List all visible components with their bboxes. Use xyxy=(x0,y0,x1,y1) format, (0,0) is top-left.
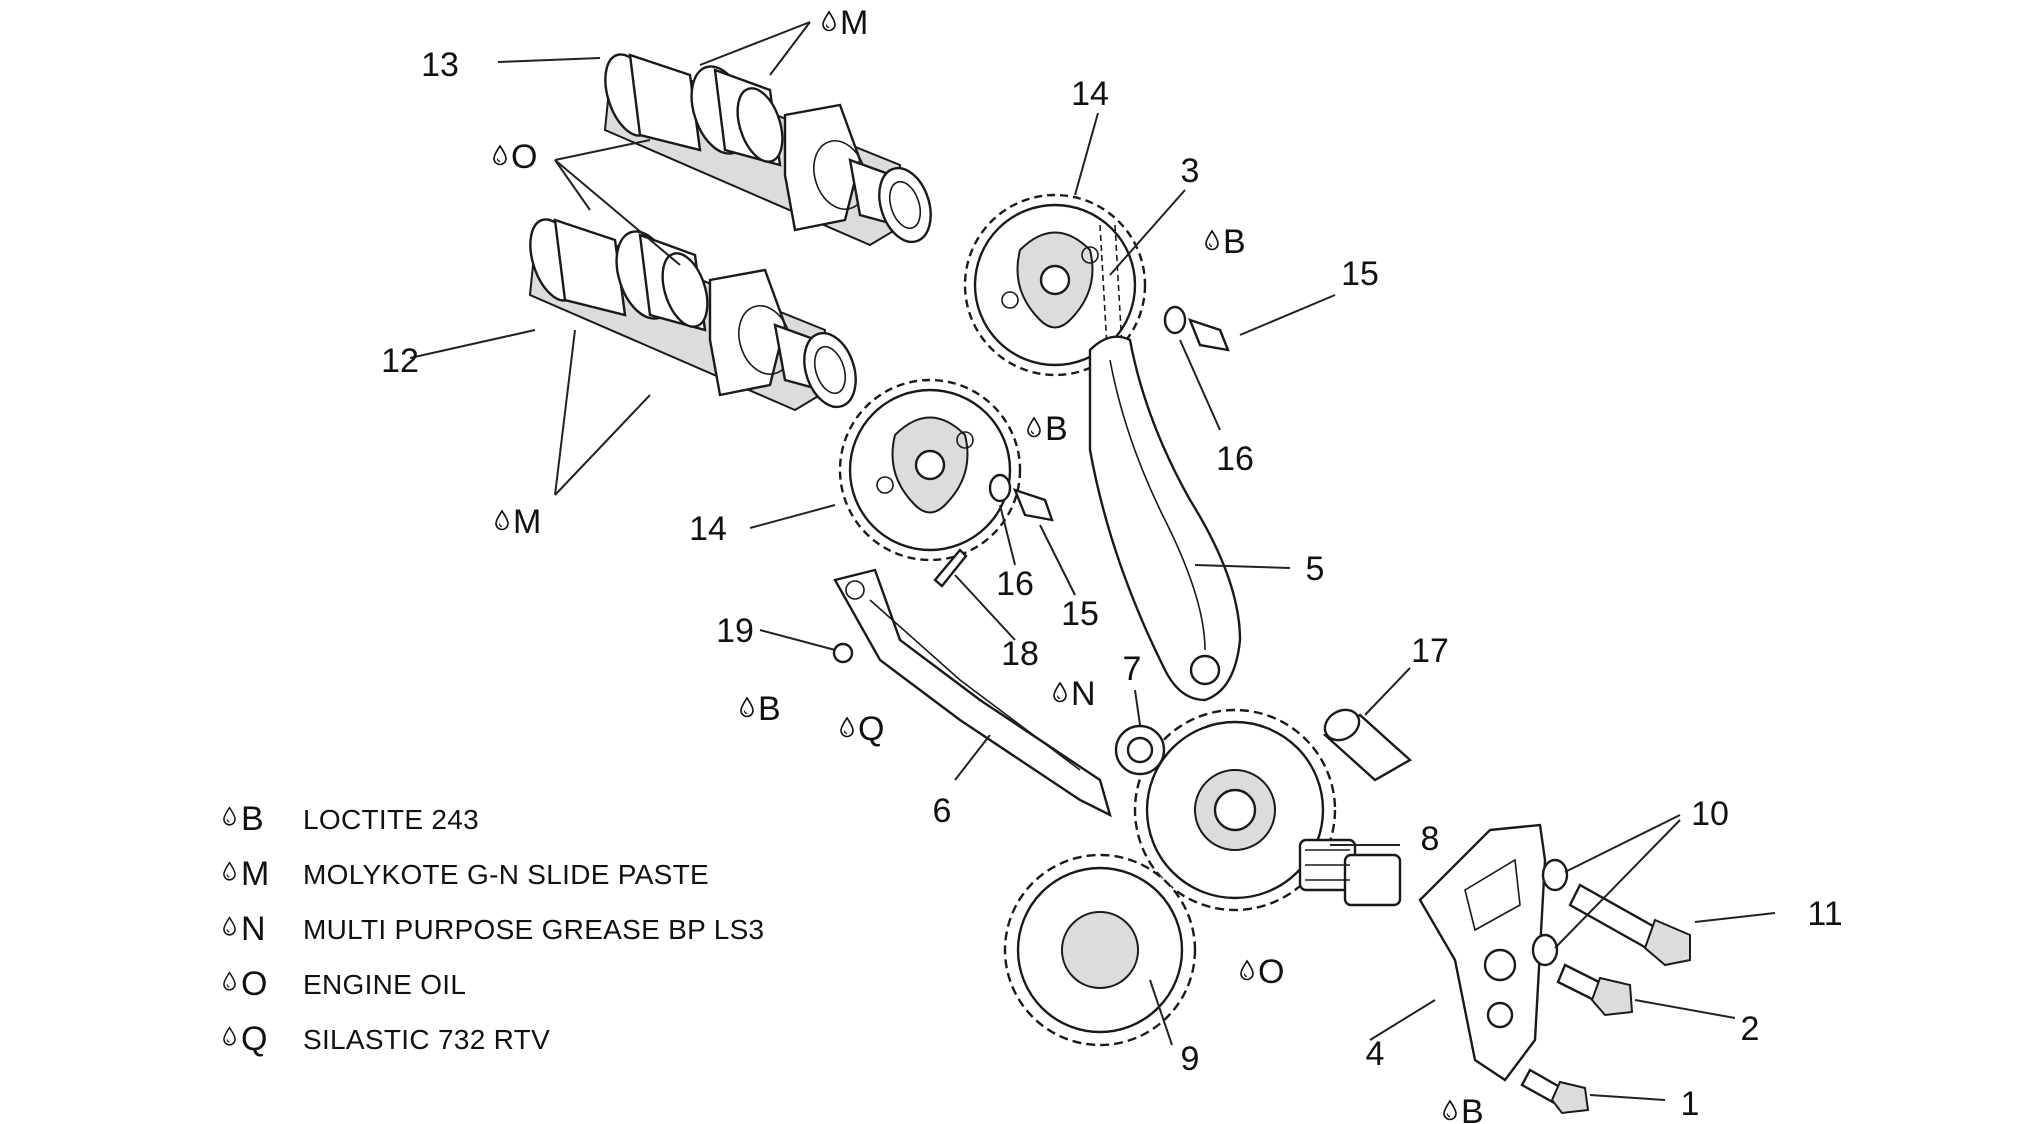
lube-mark-m-top: M xyxy=(822,4,868,42)
lube-mark-o-8: O xyxy=(1240,953,1284,991)
callout-1: 1 xyxy=(1681,1085,1700,1123)
callout-18: 18 xyxy=(1001,635,1039,673)
svg-text:B: B xyxy=(1223,223,1246,261)
washers-10 xyxy=(1531,858,1569,967)
lube-mark-b-15-lower: B xyxy=(1027,410,1068,448)
svg-text:M: M xyxy=(241,855,269,893)
drop-icon xyxy=(223,1026,236,1046)
bolt-1 xyxy=(1520,1068,1590,1115)
drop-icon xyxy=(223,971,236,991)
drop-icon xyxy=(223,806,236,826)
callout-11: 11 xyxy=(1807,895,1842,933)
drop-icon xyxy=(740,697,754,718)
legend-row-o: O ENGINE OIL xyxy=(223,965,466,1003)
drop-icon xyxy=(493,145,507,166)
callout-19: 19 xyxy=(716,612,754,650)
drop-icon xyxy=(1053,682,1067,703)
pin-18 xyxy=(933,548,968,588)
svg-text:B: B xyxy=(758,690,781,728)
lubricant-marks: M O M B B B Q N xyxy=(493,4,1484,1124)
callout-14-lower: 14 xyxy=(689,510,727,548)
callout-5: 5 xyxy=(1306,550,1325,588)
drop-icon xyxy=(1027,417,1041,438)
callout-4: 4 xyxy=(1366,1035,1385,1073)
legend-row-m: M MOLYKOTE G-N SLIDE PASTE xyxy=(223,855,709,893)
bolt-15-lower xyxy=(988,473,1054,522)
callout-17: 17 xyxy=(1411,632,1449,670)
callout-16-upper: 16 xyxy=(1216,440,1254,478)
callout-14-upper: 14 xyxy=(1071,75,1109,113)
callout-15-upper: 15 xyxy=(1341,255,1379,293)
svg-text:SILASTIC 732 RTV: SILASTIC 732 RTV xyxy=(303,1024,550,1055)
washer-7 xyxy=(1114,724,1166,776)
bolt-2 xyxy=(1556,963,1634,1017)
legend-row-b: B LOCTITE 243 xyxy=(223,800,479,838)
svg-text:B: B xyxy=(1045,410,1068,448)
drop-icon xyxy=(1443,1100,1457,1121)
callout-2: 2 xyxy=(1741,1010,1760,1048)
drop-icon xyxy=(840,717,854,738)
svg-text:MULTI PURPOSE GREASE BP LS3: MULTI PURPOSE GREASE BP LS3 xyxy=(303,914,764,945)
drop-icon xyxy=(822,11,836,32)
callout-10: 10 xyxy=(1691,795,1729,833)
chain-guide-5 xyxy=(1088,335,1242,702)
callout-12: 12 xyxy=(381,342,419,380)
legend-row-q: Q SILASTIC 732 RTV xyxy=(223,1020,550,1058)
legend-row-n: N MULTI PURPOSE GREASE BP LS3 xyxy=(223,910,764,948)
callout-7: 7 xyxy=(1123,650,1142,688)
lube-mark-q-6: Q xyxy=(840,710,884,748)
leader-lines xyxy=(409,21,1776,1101)
drop-icon xyxy=(1205,230,1219,251)
drop-icon xyxy=(223,861,236,881)
callout-8: 8 xyxy=(1421,820,1440,858)
bolt-11 xyxy=(1568,883,1691,967)
callout-13: 13 xyxy=(421,46,459,84)
lube-mark-n-7: N xyxy=(1053,675,1096,713)
nut-19 xyxy=(832,642,854,664)
drop-icon xyxy=(223,916,236,936)
gear-9 xyxy=(1003,708,1337,1047)
svg-text:M: M xyxy=(840,4,868,42)
svg-text:O: O xyxy=(1258,953,1284,991)
sprocket-14-lower xyxy=(838,378,1022,562)
spacer-17 xyxy=(1322,708,1413,782)
drop-icon xyxy=(495,510,509,531)
svg-text:Q: Q xyxy=(858,710,884,748)
svg-text:MOLYKOTE G-N SLIDE PASTE: MOLYKOTE G-N SLIDE PASTE xyxy=(303,859,709,890)
lube-mark-b-19: B xyxy=(740,690,781,728)
bolt-15-upper xyxy=(1163,305,1230,352)
chain-guide-6 xyxy=(833,568,1112,818)
svg-text:B: B xyxy=(1461,1093,1484,1124)
svg-text:O: O xyxy=(241,965,267,1003)
callout-16-lower: 16 xyxy=(996,565,1034,603)
callout-9: 9 xyxy=(1181,1040,1200,1078)
svg-text:O: O xyxy=(511,138,537,176)
svg-text:ENGINE OIL: ENGINE OIL xyxy=(303,969,466,1000)
svg-text:M: M xyxy=(513,503,541,541)
svg-text:Q: Q xyxy=(241,1020,267,1058)
callout-15-lower: 15 xyxy=(1061,595,1099,633)
svg-text:B: B xyxy=(241,800,264,838)
camshaft-12 xyxy=(528,218,857,412)
lube-mark-o-top: O xyxy=(493,138,537,176)
svg-text:N: N xyxy=(1071,675,1096,713)
lube-mark-m-mid: M xyxy=(495,503,541,541)
svg-text:LOCTITE 243: LOCTITE 243 xyxy=(303,804,479,835)
callout-6: 6 xyxy=(933,792,952,830)
lube-mark-b-1: B xyxy=(1443,1093,1484,1124)
camshaft-13 xyxy=(603,53,932,247)
bearing-8 xyxy=(1298,838,1402,907)
lubricant-legend: B LOCTITE 243 M MOLYKOTE G-N SLIDE PASTE… xyxy=(223,800,764,1058)
callout-labels: 13 12 14 14 3 15 16 16 15 5 18 19 7 17 6… xyxy=(381,46,1843,1123)
drop-icon xyxy=(1240,960,1254,981)
sprocket-14-upper xyxy=(963,193,1147,377)
bracket-4 xyxy=(1418,823,1547,1082)
svg-text:N: N xyxy=(241,910,266,948)
callout-3: 3 xyxy=(1181,152,1200,190)
lube-mark-b-15-upper: B xyxy=(1205,223,1246,261)
